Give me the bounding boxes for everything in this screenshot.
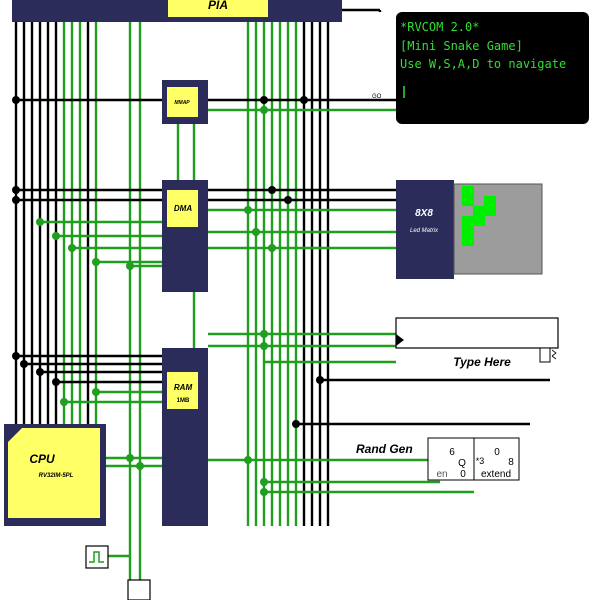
- cpu-label: CPU: [29, 452, 55, 466]
- led-matrix: 8X8 Led Matrix: [396, 180, 543, 279]
- rand-gen-left-zero: 0: [460, 469, 466, 480]
- dma-chip[interactable]: DMA: [162, 180, 208, 292]
- junction-dot: [12, 352, 20, 360]
- junction-dot: [244, 456, 252, 464]
- junction-dot: [260, 106, 268, 114]
- junction-dot: [20, 360, 28, 368]
- led-pixel: [484, 196, 496, 206]
- junction-dot: [60, 398, 68, 406]
- terminal[interactable]: *RVCOM 2.0* [Mini Snake Game] Use W,S,A,…: [396, 12, 589, 124]
- terminal-line-1: *RVCOM 2.0*: [400, 20, 479, 34]
- junction-dot: [92, 388, 100, 396]
- junction-dot: [68, 244, 76, 252]
- junction-dot: [292, 420, 300, 428]
- led-pixel: [462, 186, 474, 196]
- vertical-bus: [14, 22, 330, 580]
- rand-gen-en: en: [436, 469, 447, 480]
- cpu-chip[interactable]: CPU RV32IM-5PL: [4, 424, 106, 526]
- junction-dot: [126, 262, 134, 270]
- junction-dot: [12, 96, 20, 104]
- junction-dot: [136, 462, 144, 470]
- ram-label: RAM: [174, 383, 193, 392]
- led-pixel: [462, 216, 474, 226]
- junction-dot: [268, 186, 276, 194]
- junction-dot: [252, 228, 260, 236]
- junction-dot: [300, 96, 308, 104]
- junction-dot: [260, 342, 268, 350]
- rand-gen-right-eight: 8: [508, 457, 514, 468]
- keyboard-arrow-icon: [396, 334, 404, 346]
- terminal-line-3: Use W,S,A,D to navigate: [400, 57, 566, 71]
- led-pixel: [462, 226, 474, 236]
- junction-dot: [260, 96, 268, 104]
- ram-chip[interactable]: RAM 1MB: [162, 348, 208, 526]
- junction-dot: [36, 368, 44, 376]
- junction-dot: [260, 478, 268, 486]
- led-pixel: [462, 236, 474, 246]
- terminal-line-2: [Mini Snake Game]: [400, 39, 523, 53]
- pia-chip[interactable]: PIA: [12, 0, 342, 22]
- junction-dot: [268, 244, 276, 252]
- clock-component[interactable]: [85, 545, 109, 569]
- output-pin[interactable]: [127, 579, 151, 600]
- junction-dot: [260, 330, 268, 338]
- junction-dot: [260, 488, 268, 496]
- junction-dot: [284, 196, 292, 204]
- rand-gen-left-top: 6: [449, 447, 455, 458]
- led-pixel: [462, 196, 474, 206]
- rand-gen-label: Rand Gen: [356, 442, 413, 456]
- junction-dot: [316, 376, 324, 384]
- dma-label: DMA: [174, 204, 192, 213]
- keyboard-label: Type Here: [453, 355, 511, 369]
- junction-dot: [12, 196, 20, 204]
- rand-gen-star: *3: [476, 456, 485, 466]
- ram-size: 1MB: [177, 398, 190, 404]
- go-label: GO: [372, 94, 382, 100]
- junction-dot: [12, 186, 20, 194]
- clock-icon: [89, 551, 104, 563]
- junction-dot: [92, 258, 100, 266]
- mmap-chip[interactable]: MMAP: [162, 80, 208, 124]
- junction-dot: [244, 206, 252, 214]
- led-matrix-subtitle: Led Matrix: [410, 228, 439, 234]
- keyboard[interactable]: Type Here: [395, 317, 559, 369]
- junction-dot: [52, 378, 60, 386]
- rand-gen[interactable]: Rand Gen 6 Q en 0 *3 0 8 extend: [356, 437, 520, 481]
- horizontal-bus: [12, 8, 550, 558]
- junction-dot: [52, 232, 60, 240]
- rand-gen-q: Q: [458, 458, 466, 469]
- cpu-model: RV32IM-5PL: [39, 473, 74, 479]
- junction-dot: [36, 218, 44, 226]
- led-pixel: [473, 216, 485, 226]
- rand-gen-right-top: 0: [494, 447, 500, 458]
- mmap-label: MMAP: [174, 100, 190, 106]
- led-pixel: [484, 206, 496, 216]
- pia-label: PIA: [208, 0, 228, 12]
- junction-dot: [126, 454, 134, 462]
- led-matrix-title: 8X8: [415, 208, 433, 219]
- rand-gen-extend: extend: [481, 469, 511, 480]
- led-pixel: [473, 206, 485, 216]
